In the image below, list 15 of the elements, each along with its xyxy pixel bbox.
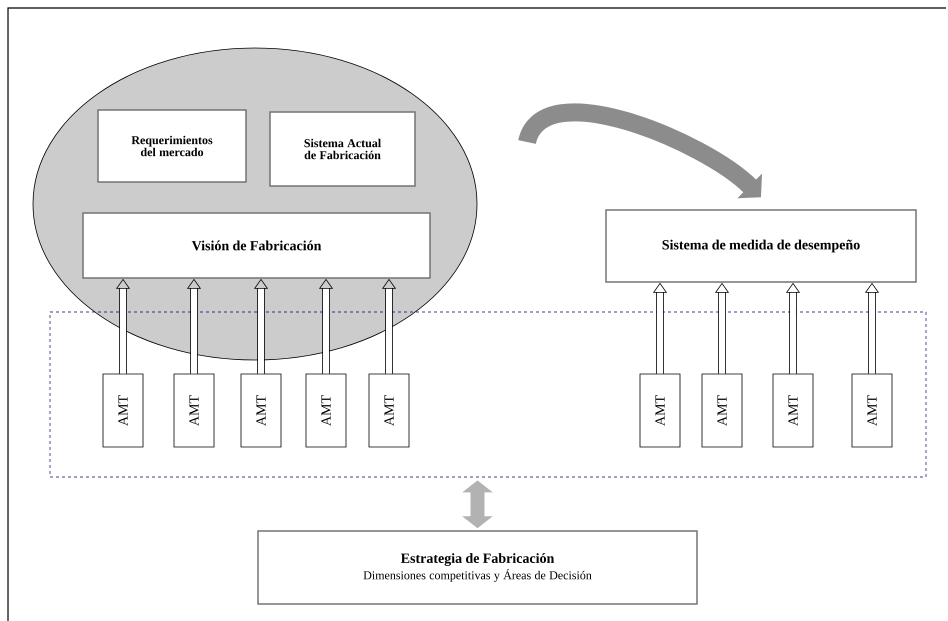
text-box: Estrategia de Fabricación Dimensiones competitivas y Áreas de Decisión [257,530,698,605]
amt-box: AMT [702,374,742,448]
text-box: Visión de Fabricación [82,212,431,279]
text-box: Sistema Actual de Fabricación [269,111,416,187]
dashed-box [50,312,926,478]
amt-box: AMT [368,374,410,448]
amt-box: AMT [174,374,214,448]
amt-box: AMT [772,374,814,448]
amt-box: AMT [852,374,892,448]
text-box: Sistema de medida de desempeño [605,209,917,283]
amt-box: AMT [306,374,346,448]
text-box: Requerimientos del mercado [97,109,247,183]
amt-box: AMT [240,374,282,448]
amt-box: AMT [102,374,144,448]
amt-box: AMT [640,374,680,448]
